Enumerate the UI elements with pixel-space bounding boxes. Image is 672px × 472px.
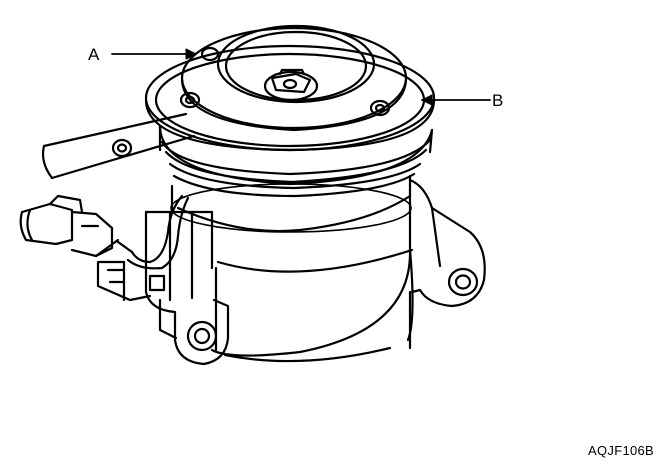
label-b: B <box>492 91 503 110</box>
right-mounting-ear <box>408 178 486 308</box>
left-mounting-ear <box>96 210 230 366</box>
electrical-connector <box>19 194 120 258</box>
pulley <box>158 124 434 198</box>
callout-a: A <box>88 45 197 64</box>
holding-tool <box>41 112 196 180</box>
figure-id: AQJF106B <box>588 443 654 458</box>
compressor-body <box>170 174 414 363</box>
armature-plate <box>180 24 408 132</box>
callout-b: B <box>421 91 503 110</box>
armature-bolts <box>179 46 391 117</box>
wire-harness <box>116 194 190 292</box>
label-a: A <box>88 45 100 64</box>
